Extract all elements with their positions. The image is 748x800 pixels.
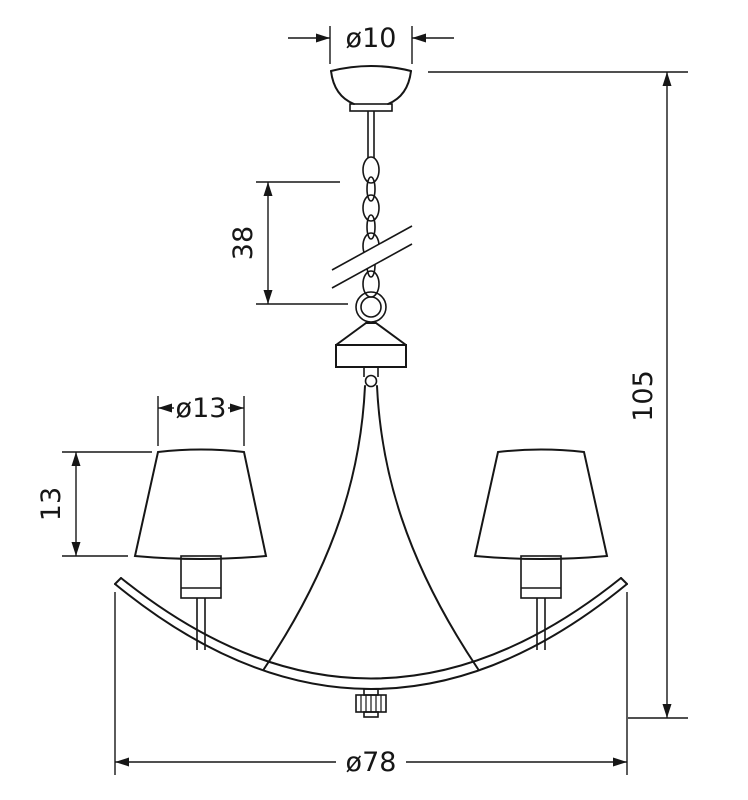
ceiling-canopy xyxy=(330,65,412,112)
dim-label-shade-diameter: ø13 xyxy=(176,393,227,424)
left-candle-cup xyxy=(180,555,222,650)
body-box xyxy=(335,344,407,388)
bottom-finial xyxy=(355,688,387,718)
dim-shade-diameter: ø13 xyxy=(157,393,245,446)
dim-canopy-diameter: ø10 xyxy=(288,23,454,64)
dim-label-chain-length: 38 xyxy=(228,226,259,260)
dim-label-shade-height: 13 xyxy=(36,487,67,521)
right-candle-cup xyxy=(520,555,562,650)
dim-label-overall-width: ø78 xyxy=(346,747,397,778)
dim-overall-width: ø78 xyxy=(114,592,628,778)
dim-label-total-height: 105 xyxy=(628,370,659,422)
curved-arms xyxy=(263,385,479,670)
dim-label-canopy-diameter: ø10 xyxy=(346,23,397,54)
bottom-arc xyxy=(114,577,628,690)
right-shade xyxy=(473,448,609,560)
hanging-ring xyxy=(355,291,387,323)
hanging-rod xyxy=(367,111,375,158)
chain xyxy=(362,156,380,298)
left-arm xyxy=(263,385,366,670)
left-shade xyxy=(133,448,268,560)
dim-chain-length: 38 xyxy=(228,181,348,305)
chain-break-marks xyxy=(331,225,413,289)
body-cone xyxy=(335,322,407,346)
dim-shade-height: 13 xyxy=(36,451,152,557)
dim-total-height: 105 xyxy=(428,71,688,719)
right-arm xyxy=(376,385,479,670)
